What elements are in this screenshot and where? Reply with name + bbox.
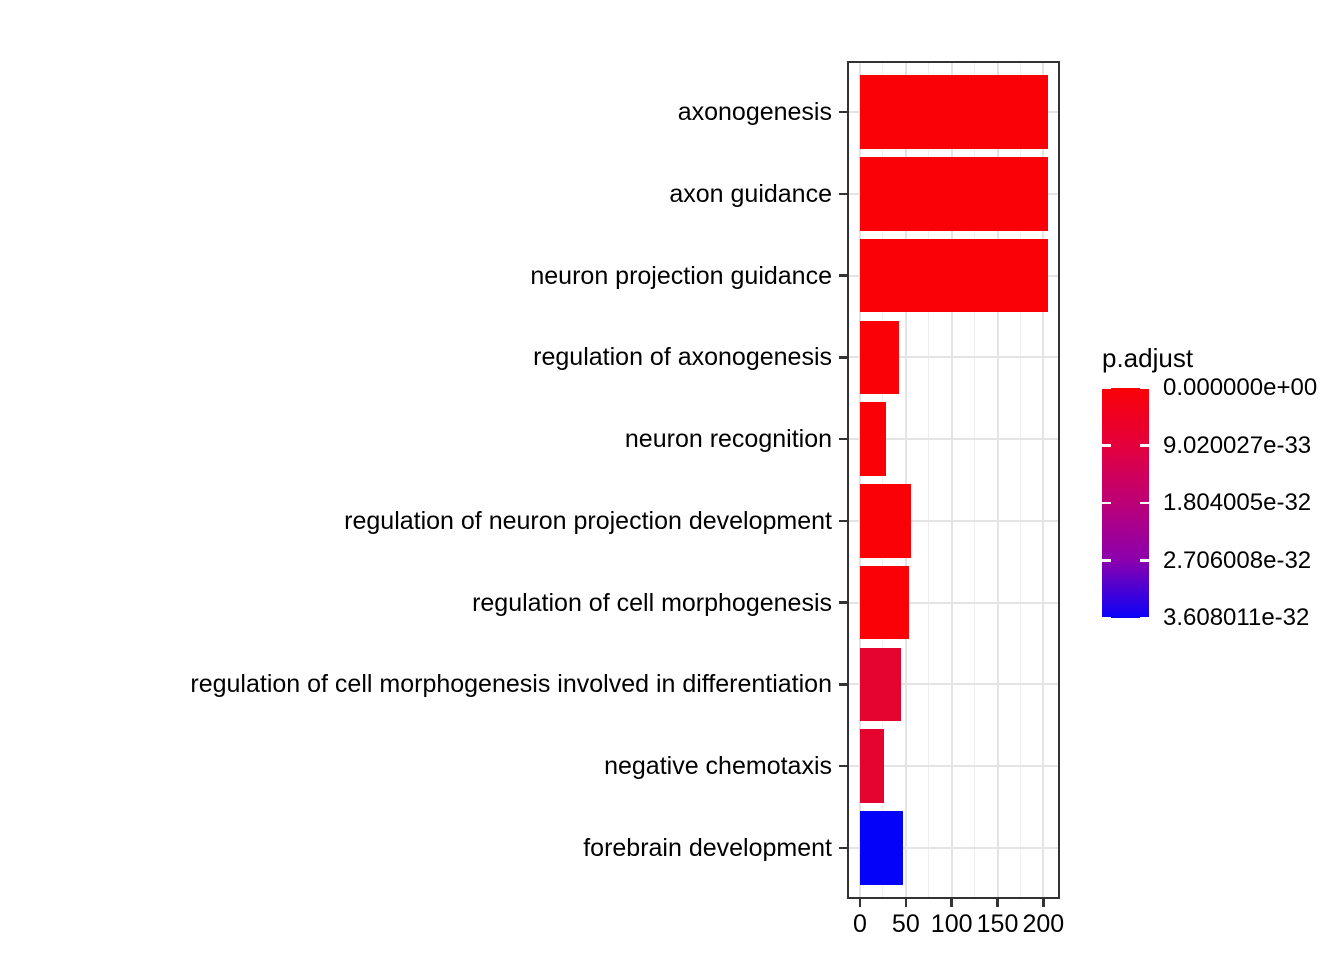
grid-line-y bbox=[849, 519, 1058, 522]
category-label: axon guidance bbox=[669, 179, 832, 208]
grid-line-major bbox=[950, 63, 953, 897]
legend-tick bbox=[1140, 616, 1149, 620]
x-tick-label: 50 bbox=[891, 910, 920, 938]
category-label: regulation of cell morphogenesis involve… bbox=[190, 670, 832, 699]
legend-tick bbox=[1102, 386, 1111, 390]
grid-line-minor bbox=[974, 63, 976, 897]
legend-tick bbox=[1140, 501, 1149, 505]
axis-tick-y bbox=[839, 764, 847, 768]
legend-title: p.adjust bbox=[1102, 343, 1194, 373]
axis-tick-x bbox=[950, 899, 953, 907]
grid-line-major bbox=[1042, 63, 1045, 897]
axis-tick-x bbox=[904, 899, 908, 907]
axis-tick-y bbox=[839, 846, 847, 850]
legend-tick-label: 0.000000e+00 bbox=[1163, 374, 1318, 401]
axis-tick-x bbox=[858, 899, 862, 907]
legend-tick bbox=[1102, 444, 1111, 447]
bar bbox=[860, 320, 899, 395]
bar bbox=[860, 238, 1048, 313]
grid-line-y bbox=[849, 765, 1058, 768]
axis-tick-y bbox=[839, 192, 847, 196]
bar bbox=[860, 811, 904, 885]
bar bbox=[860, 75, 1048, 149]
legend-tick-label: 3.608011e-32 bbox=[1163, 604, 1310, 631]
x-tick-label: 200 bbox=[1022, 910, 1065, 938]
grid-line-y bbox=[849, 846, 1058, 849]
bar bbox=[860, 565, 909, 640]
grid-line-y bbox=[849, 601, 1058, 604]
category-label: regulation of axonogenesis bbox=[533, 343, 832, 372]
bar bbox=[860, 157, 1048, 231]
grid-line-minor bbox=[1019, 63, 1021, 897]
grid-line-minor bbox=[882, 63, 884, 897]
legend-tick bbox=[1102, 559, 1111, 562]
legend-tick-label: 9.020027e-33 bbox=[1163, 431, 1312, 459]
grid-line-y bbox=[849, 438, 1058, 441]
legend-tick-label: 1.804005e-32 bbox=[1163, 489, 1312, 516]
grid-line-major bbox=[859, 63, 861, 897]
legend-tick bbox=[1102, 616, 1111, 620]
category-label: axonogenesis bbox=[677, 98, 832, 127]
x-tick-label: 100 bbox=[930, 910, 973, 938]
bar bbox=[860, 647, 902, 722]
category-label: forebrain development bbox=[583, 833, 832, 862]
bar bbox=[860, 729, 884, 803]
category-label: regulation of cell morphogenesis bbox=[472, 588, 832, 617]
bar bbox=[860, 402, 886, 476]
axis-tick-y bbox=[839, 601, 847, 604]
category-label: neuron projection guidance bbox=[530, 261, 832, 290]
plot-panel bbox=[847, 61, 1060, 899]
grid-line-major bbox=[904, 63, 907, 897]
legend-tick bbox=[1140, 386, 1149, 390]
category-label: neuron recognition bbox=[624, 425, 832, 454]
grid-line-major bbox=[996, 63, 999, 897]
bar bbox=[860, 484, 912, 558]
category-label: negative chemotaxis bbox=[604, 752, 832, 781]
grid-line-y bbox=[849, 356, 1058, 359]
axis-tick-y bbox=[839, 437, 847, 441]
legend-tick-label: 2.706008e-32 bbox=[1163, 546, 1312, 574]
x-tick-label: 150 bbox=[976, 910, 1019, 938]
grid-line-y bbox=[849, 683, 1058, 686]
axis-tick-y bbox=[839, 110, 847, 114]
grid-line-minor bbox=[928, 63, 930, 897]
axis-tick-x bbox=[996, 899, 999, 907]
axis-tick-x bbox=[1042, 899, 1045, 907]
axis-tick-y bbox=[839, 683, 847, 686]
legend-tick bbox=[1140, 559, 1149, 562]
x-tick-label: 0 bbox=[853, 910, 867, 938]
axis-tick-y bbox=[839, 519, 847, 523]
category-label: regulation of neuron projection developm… bbox=[344, 506, 832, 535]
axis-tick-y bbox=[839, 274, 847, 277]
axis-tick-y bbox=[839, 356, 847, 359]
legend-tick bbox=[1140, 444, 1149, 447]
legend-tick bbox=[1102, 501, 1111, 505]
